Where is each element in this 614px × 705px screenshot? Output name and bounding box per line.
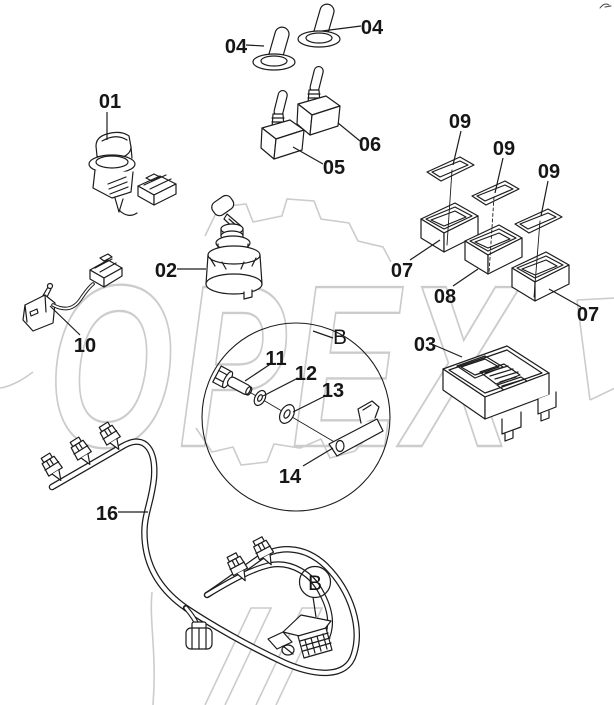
watermark-text: OPEX [48, 238, 520, 496]
detail-balloon-circle [298, 565, 332, 599]
detail-balloon-b: B [308, 572, 322, 595]
callout-04b[interactable]: 04 [361, 17, 384, 39]
corner-mark [599, 3, 612, 9]
part-11-bolt [212, 365, 253, 396]
part-04-toggle-knob-b [297, 1, 341, 48]
watermark-bottom-curve [150, 591, 155, 705]
part-04-toggle-knob-a [252, 24, 296, 71]
part-12-washer [253, 389, 267, 407]
detail-circle-b [201, 322, 391, 512]
callout-05[interactable]: 05 [323, 157, 345, 179]
linework [22, 1, 612, 676]
callout-09c[interactable]: 09 [538, 161, 560, 183]
watermark: OPEX [0, 198, 614, 705]
part-09-bezel-a [426, 156, 475, 182]
leader-lines [49, 25, 582, 618]
part-02-ignition-switch [205, 194, 263, 300]
callout-02[interactable]: 02 [155, 260, 177, 282]
watermark-right-band [576, 297, 614, 401]
callout-10[interactable]: 10 [74, 335, 96, 357]
callout-03[interactable]: 03 [414, 334, 436, 356]
part-06-toggle-switch [296, 65, 341, 136]
callout-06[interactable]: 06 [359, 134, 381, 156]
part-09-bezel-c [514, 208, 563, 234]
part-14-bracket [328, 400, 384, 457]
detail-b-contents [212, 365, 384, 457]
part-03-rocker-panel [442, 345, 557, 442]
part-13-washer [278, 404, 296, 424]
callout-09b[interactable]: 09 [493, 138, 515, 160]
watermark-bottom-bar-1 [204, 607, 273, 705]
callout-12[interactable]: 12 [295, 363, 317, 385]
watermark-bottom-bar-2 [255, 607, 324, 705]
callout-08[interactable]: 08 [434, 286, 456, 308]
callout-01[interactable]: 01 [99, 91, 121, 113]
harness-bracket-assembly [267, 614, 333, 659]
part-07-housing-b [511, 251, 570, 302]
assembly-axes [446, 169, 541, 298]
callout-16[interactable]: 16 [96, 503, 118, 525]
callout-14[interactable]: 14 [279, 466, 302, 488]
callout-07a[interactable]: 07 [391, 260, 413, 282]
part-16-harness [38, 419, 360, 676]
callout-11[interactable]: 11 [265, 348, 286, 370]
harness-end-connector [185, 621, 213, 650]
callout-13[interactable]: 13 [322, 380, 344, 402]
detail-ref-b: B [333, 326, 347, 349]
callout-04a[interactable]: 04 [225, 36, 248, 58]
callout-09a[interactable]: 09 [449, 111, 471, 133]
part-10-switch-pigtail [22, 253, 123, 332]
callout-labels: 01 02 03 04 04 05 06 07 07 08 09 09 09 1… [74, 17, 599, 599]
gear-teeth-top [204, 198, 392, 263]
part-01-rotary-switch [88, 131, 177, 216]
callout-07b[interactable]: 07 [577, 304, 599, 326]
watermark-left-arc [0, 371, 34, 389]
